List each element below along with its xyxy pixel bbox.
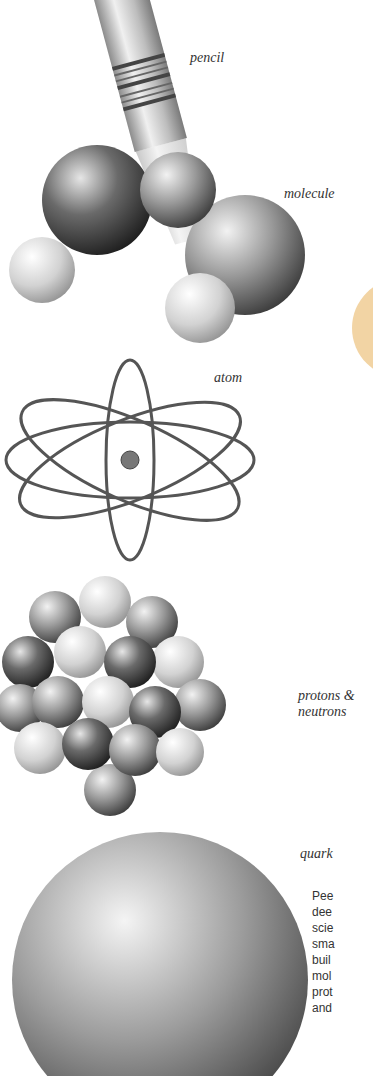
atom-drawing [6, 360, 255, 560]
part-label: molecule [284, 186, 335, 202]
part-label: atom [214, 370, 242, 386]
accent-disc [352, 278, 373, 378]
quark-sphere [12, 832, 308, 1076]
molecule-drawing [9, 145, 305, 343]
nucleus-drawing [0, 576, 226, 816]
part-label: quark [300, 846, 333, 862]
body-text: Pee dee scie sma buil mol prot and [312, 888, 348, 1016]
part-label: pencil [190, 50, 224, 66]
part-label: protons & neutrons [298, 688, 366, 720]
